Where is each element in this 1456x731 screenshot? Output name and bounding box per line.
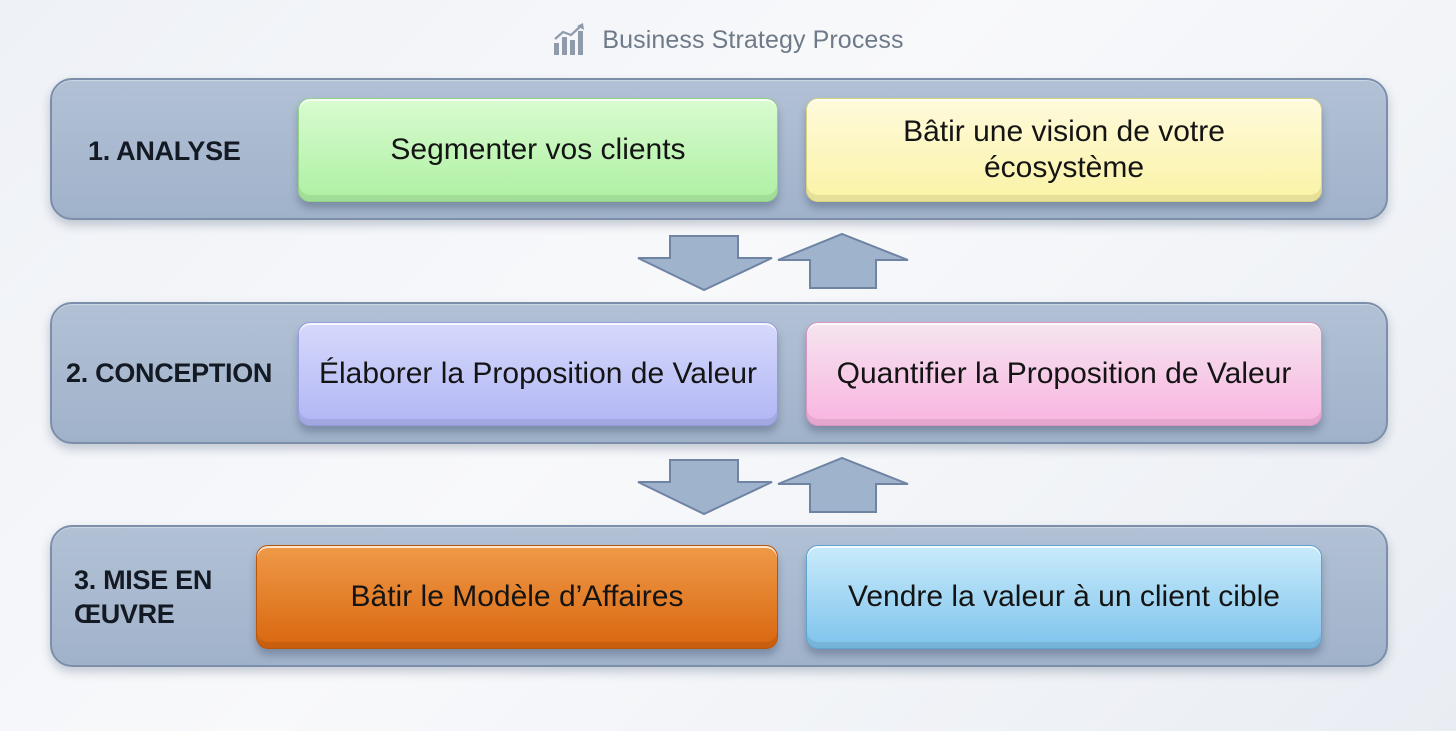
connector-arrows	[636, 232, 912, 292]
stage-row-conception: 2. CONCEPTION Élaborer la Proposition de…	[50, 302, 1388, 444]
step-ecosystem-vision[interactable]: Bâtir une vision de votre écosystème	[806, 98, 1322, 202]
stage-label: 3. MISE EN ŒUVRE	[74, 565, 213, 629]
connector-arrows	[636, 456, 912, 516]
arrow-up-icon	[777, 232, 909, 289]
step-business-model[interactable]: Bâtir le Modèle d’Affaires	[256, 545, 778, 649]
arrow-down-icon	[637, 235, 773, 292]
stage-row-implementation: 3. MISE EN ŒUVRE Bâtir le Modèle d’Affai…	[50, 525, 1388, 667]
step-quantify-value-proposition[interactable]: Quantifier la Proposition de Valeur	[806, 322, 1322, 426]
step-segment-clients[interactable]: Segmenter vos clients	[298, 98, 778, 202]
bar-chart-trend-icon	[554, 23, 585, 55]
stage-label: 2. CONCEPTION	[66, 358, 273, 388]
stage-row-analyse: 1. ANALYSE Segmenter vos clients Bâtir u…	[50, 78, 1388, 220]
stage-label: 1. ANALYSE	[88, 136, 241, 166]
page-title: Business Strategy Process	[602, 25, 904, 54]
step-build-value-proposition[interactable]: Élaborer la Proposition de Valeur	[298, 322, 778, 426]
step-sell-value[interactable]: Vendre la valeur à un client cible	[806, 545, 1322, 649]
diagram-header: Business Strategy Process	[0, 20, 1456, 60]
arrow-down-icon	[637, 459, 773, 516]
arrow-up-icon	[777, 456, 909, 513]
